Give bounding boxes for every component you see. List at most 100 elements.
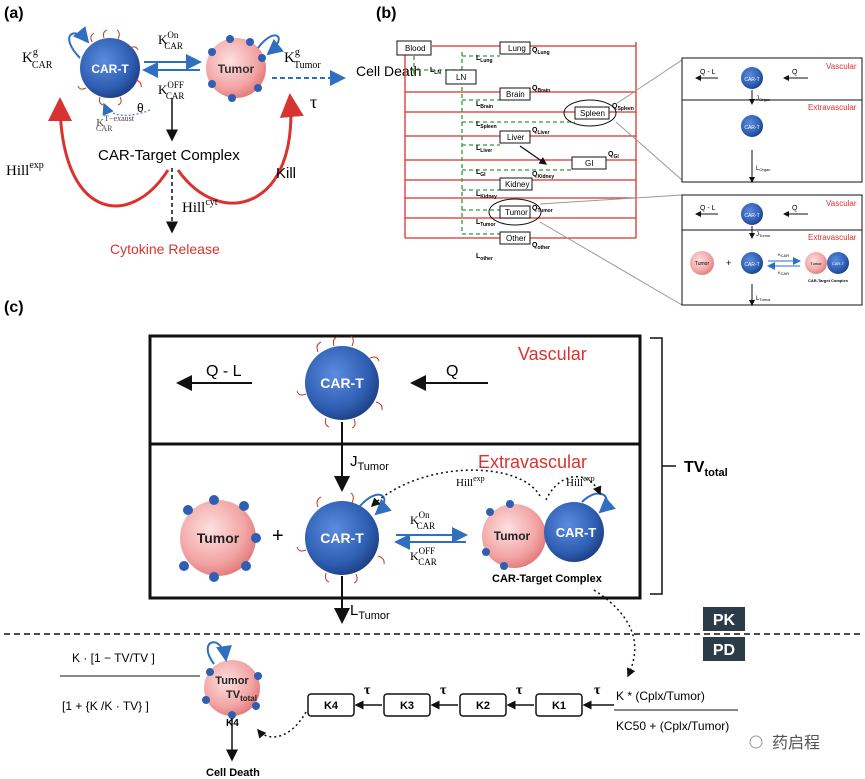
lymph-lines: [410, 52, 575, 235]
vascular-car-t-label: CAR-T: [320, 375, 364, 391]
exhaust-arrow: [102, 102, 151, 117]
tv-box: [148, 334, 642, 600]
extra-tumor: [180, 500, 256, 576]
svg-text:LGI: LGI: [476, 169, 486, 178]
organ-spleen: Spleen: [580, 109, 605, 118]
kill-a: Kill: [276, 165, 296, 182]
organ-lung: Lung: [508, 44, 526, 53]
svg-text:KCAR: KCAR: [778, 252, 789, 258]
organ-tumor: Tumor: [505, 208, 528, 217]
q-labels: QLung QBrain QSpleen QLiver QGI QKidney …: [532, 47, 634, 251]
svg-text:LTumor: LTumor: [476, 219, 496, 228]
complex-a: CAR-Target Complex: [98, 147, 240, 164]
transit-k3: [383, 693, 431, 717]
inset-bot-ql: Q - L: [700, 205, 716, 212]
q-label: Q: [446, 363, 458, 380]
tumor-label: Tumor: [218, 62, 255, 76]
complex-car-t: [544, 502, 604, 562]
inset-top-q: Q: [792, 69, 798, 76]
inset-top-car2: CAR-T: [744, 125, 759, 131]
svg-text:LLN: LLN: [430, 67, 441, 76]
inset-top: Vascular Extravascular Q - L Q CAR-T JOr…: [681, 57, 863, 183]
complex-car-loop: [581, 492, 616, 514]
svg-text:LOrgan: LOrgan: [756, 166, 770, 172]
svg-text:LLung: LLung: [476, 55, 493, 64]
hill-exp-a: Hillexp: [6, 160, 44, 179]
pk-badge: [703, 607, 745, 631]
inset-bot-q: Q: [792, 205, 798, 212]
tau-2: τ: [516, 683, 523, 698]
extra-car-t-label: CAR-T: [320, 530, 364, 546]
svg-text:+: +: [726, 258, 731, 268]
connector-top-2: [615, 121, 683, 181]
car-t-cell: [80, 38, 140, 98]
l-tumor: LTumor: [350, 602, 390, 622]
cell-death-c: Cell Death: [206, 767, 260, 779]
kill-formula-bottom: KC50 + (Cplx/Tumor): [616, 719, 729, 733]
pd-tumor-label: Tumor: [215, 675, 249, 687]
watermark-icon: [749, 735, 763, 749]
hill-cyt: Hillcyt: [182, 197, 218, 216]
theta: θ: [137, 101, 144, 115]
car-growth-loop: [68, 26, 90, 59]
tumor-cell: [206, 38, 266, 98]
complex-antigens: [482, 500, 514, 570]
extra-tumor-label: Tumor: [197, 530, 240, 546]
car-t-label: CAR-T: [91, 62, 129, 76]
svg-text:JTumor: JTumor: [756, 232, 771, 238]
liver-gi-arrow: [519, 145, 548, 165]
vascular-car-t: [305, 346, 379, 420]
transit-k4: [307, 693, 355, 717]
inset-bot-car2: CAR-T: [744, 262, 759, 268]
tumor-growth-loop: [257, 34, 284, 56]
svg-text:QGI: QGI: [608, 151, 619, 160]
kill-formula: K * (Cplx/Tumor) KC50 + (Cplx/Tumor): [614, 689, 738, 733]
organ-ln: LN: [456, 73, 466, 82]
panel-c: (c) Vascular Extravascular Q - L Q CAR-T…: [4, 299, 860, 779]
svg-text:LSpleen: LSpleen: [476, 121, 497, 130]
inset-bot-tumor2: Tumor: [810, 261, 822, 266]
tau-1: τ: [594, 683, 601, 698]
connector-bot-1: [539, 194, 683, 205]
pd-label: PD: [713, 642, 735, 659]
inset-top-car1: CAR-T: [744, 77, 759, 83]
organ-brain: Brain: [506, 90, 525, 99]
transit-k1-label: K1: [552, 700, 566, 712]
hill-exp-c1: Hillexp: [456, 474, 485, 489]
organ-blood: Blood: [405, 44, 425, 53]
pd-tv-label: TVtotal: [226, 689, 257, 703]
complex-label-c: CAR-Target Complex: [492, 573, 603, 585]
complex-tumor: [482, 504, 546, 568]
tau-3: τ: [440, 683, 447, 698]
plus-sign: +: [272, 525, 284, 547]
inset-bot-tumor1: Tumor: [695, 261, 710, 267]
extra-tumor-antigens: [179, 495, 261, 582]
svg-text:LBrain: LBrain: [476, 101, 493, 110]
svg-text:Qother: Qother: [532, 242, 550, 251]
tv-total: TVtotal: [684, 459, 728, 479]
svg-text:LKidney: LKidney: [476, 191, 497, 200]
panel-label-a: (a): [4, 5, 24, 22]
panel-label-c: (c): [4, 299, 24, 316]
complex-car-t-label: CAR-T: [556, 525, 596, 540]
organ-boxes: Blood LN Lung Brain Spleen Liver GI Kidn…: [396, 40, 610, 245]
svg-text:QBrain: QBrain: [532, 85, 550, 94]
svg-text:LLiver: LLiver: [476, 145, 492, 154]
inset-bot-vascular: Vascular: [826, 199, 857, 208]
svg-text:QLung: QLung: [532, 47, 550, 56]
complex-to-kill-arc: [593, 589, 636, 678]
inset-top-ql: Q - L: [700, 69, 716, 76]
organ-gi: GI: [585, 159, 593, 168]
kill-formula-top: K * (Cplx/Tumor): [616, 689, 705, 703]
transit-k2: [459, 693, 507, 717]
connector-bot-2: [539, 221, 683, 306]
vascular-label: Vascular: [518, 344, 587, 364]
inset-bot-extravascular: Extravascular: [808, 233, 857, 242]
